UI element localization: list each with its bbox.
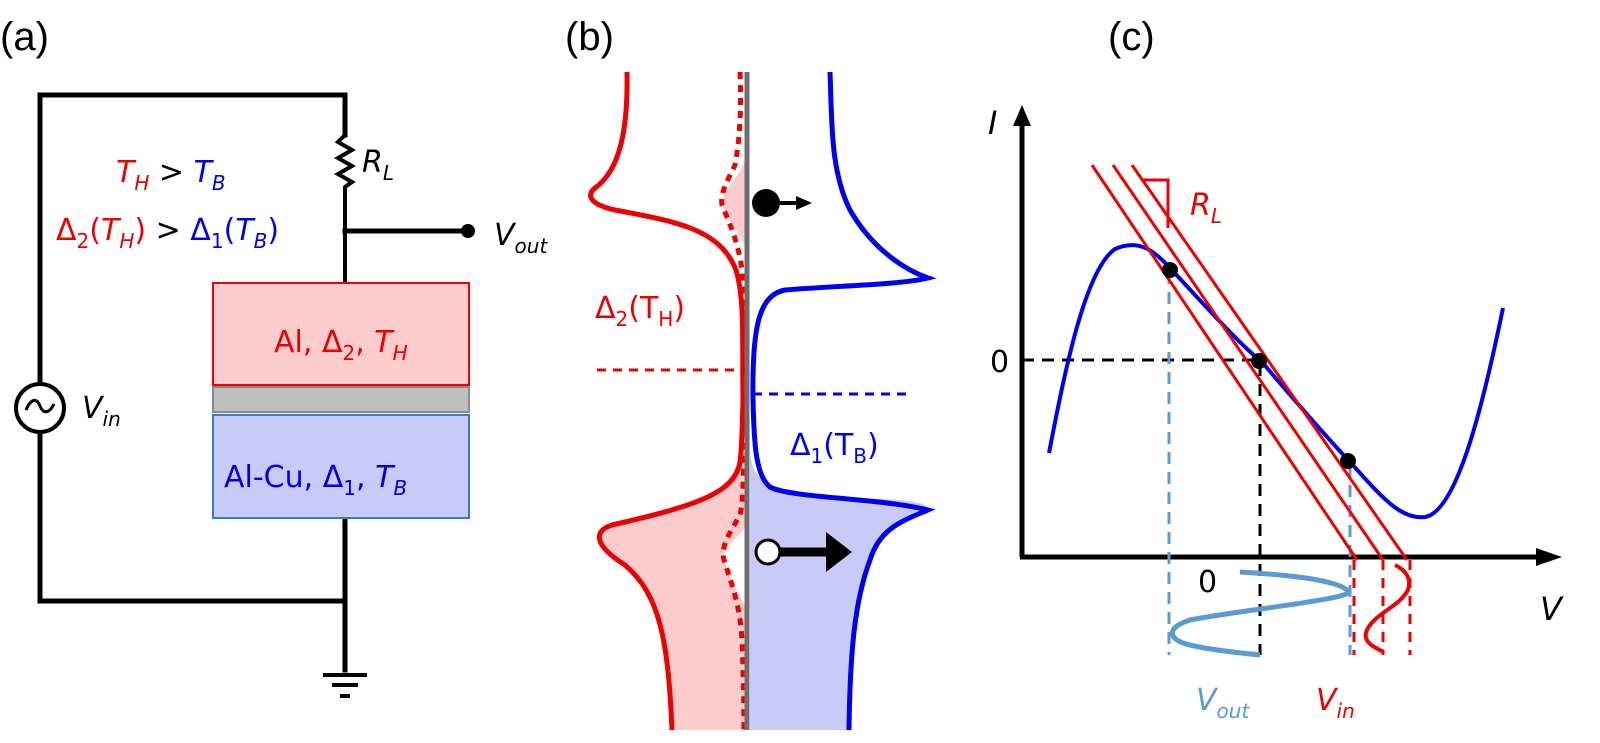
gap-condition: Δ2(TH) > Δ1(TB): [56, 213, 279, 253]
temperature-condition: TH > TB: [116, 155, 226, 195]
operating-point-high: [1162, 262, 1178, 278]
arrow-right-icon: [826, 532, 852, 572]
rl-label: RL: [362, 145, 394, 185]
vin-source-label: Vin: [82, 391, 121, 431]
resistor-icon: [333, 133, 357, 282]
slope-triangle-icon: [1142, 178, 1170, 228]
hot-depleted-gap: [723, 528, 745, 605]
operating-point-low: [1340, 453, 1356, 469]
wire-left-lower: [37, 427, 348, 604]
cold-dos-curve: [750, 71, 937, 731]
tunnel-barrier-layer: [212, 386, 470, 413]
wire-top-loop: [37, 92, 348, 138]
hot-dos-curve: [588, 71, 746, 731]
load-line-high: [1130, 164, 1409, 561]
cold-electrode-layer: [212, 414, 470, 519]
vout-label: Vout: [494, 218, 548, 258]
x-axis-arrow-icon: [1536, 548, 1562, 566]
vout-terminal-dot: [461, 224, 475, 238]
vout-waveform: [1169, 569, 1352, 658]
hot-electrode-label: Al, Δ2, TH: [274, 325, 408, 365]
cold-electrode-label: Al-Cu, Δ1, TB: [224, 460, 407, 500]
hot-occupancy-curve: [719, 71, 747, 731]
vin-wave-label: Vin: [1316, 683, 1355, 723]
electron-carrier: [752, 189, 812, 217]
hot-gap-label: Δ2(TH): [595, 291, 685, 331]
y-axis-arrow-icon: [1013, 105, 1031, 126]
x-zero-label: 0: [1198, 565, 1217, 600]
y-zero-label: 0: [990, 345, 1009, 380]
ground-icon: [323, 673, 367, 698]
hole-carrier: [754, 532, 852, 572]
panel-a: (a) Vin RL Vout TH > TB Δ2(TH) > Δ1(TB): [0, 15, 548, 698]
load-line-low: [1090, 164, 1359, 561]
hot-occupied-fill: [598, 452, 748, 730]
vin-waveform: [1363, 563, 1412, 654]
cold-occupied-fill: [750, 450, 929, 730]
load-line-label: RL: [1190, 188, 1222, 228]
load-line-mid: [1111, 164, 1385, 561]
panel-b-label: (b): [565, 15, 614, 59]
panel-b: (b) Δ2(TH) Δ1(TB): [565, 15, 937, 731]
arrow-right-icon: [796, 196, 812, 210]
vout-wave-label: Vout: [1196, 683, 1250, 723]
electron-icon: [752, 189, 780, 217]
ac-source-icon: [14, 382, 66, 434]
hot-excited-fill: [722, 160, 745, 245]
operating-point-zero: [1251, 353, 1267, 369]
panel-c-label: (c): [1108, 15, 1155, 59]
hole-icon: [754, 538, 782, 566]
x-axis-label: V: [1540, 590, 1564, 628]
y-axis-label: I: [988, 104, 997, 142]
panel-a-label: (a): [0, 15, 49, 59]
iv-curve: [1047, 243, 1505, 520]
cold-gap-label: Δ1(TB): [790, 428, 879, 468]
panel-c: (c) I V 0 0 RL Vout: [988, 15, 1564, 723]
hot-electrode-layer: [212, 282, 470, 386]
